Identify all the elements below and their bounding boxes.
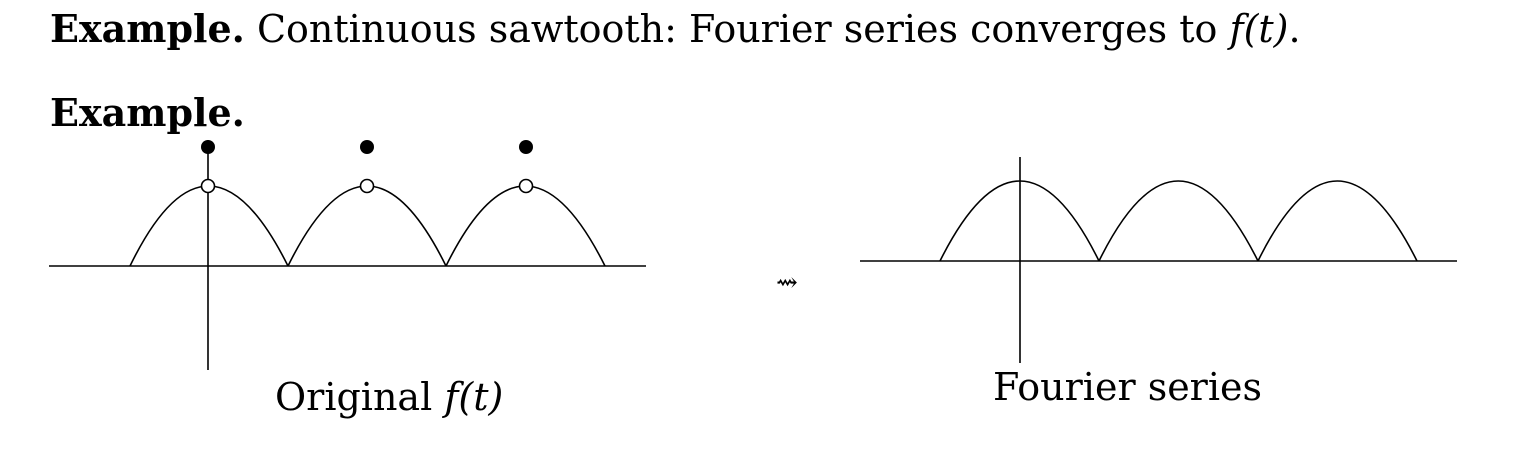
left-arch-3	[445, 185, 606, 267]
caption-original-text: Original	[275, 375, 433, 419]
leads-to-arrow: ⇝	[776, 268, 798, 298]
open-point	[359, 178, 375, 194]
open-point	[518, 178, 534, 194]
filled-point	[201, 140, 215, 154]
right-plot	[860, 157, 1457, 363]
left-arch-1	[129, 185, 289, 267]
filled-point	[519, 140, 533, 154]
caption-fourier-series: Fourier series	[993, 365, 1262, 409]
example-heading-1: Example. Continuous sawtooth: Fourier se…	[50, 6, 1301, 51]
example-text: Continuous sawtooth: Fourier series conv…	[256, 7, 1218, 51]
filled-point	[360, 140, 374, 154]
example-math: f(t)	[1229, 7, 1289, 51]
left-plot	[49, 140, 646, 370]
right-arch-2	[1098, 180, 1259, 262]
left-points	[200, 140, 534, 194]
right-arch-1	[939, 180, 1100, 262]
open-point	[200, 178, 216, 194]
example-heading-2: Example.	[50, 90, 245, 135]
example-end: .	[1288, 7, 1301, 51]
caption-original: Original f(t)	[275, 375, 503, 419]
example-label: Example.	[50, 6, 245, 51]
caption-original-math: f(t)	[444, 375, 504, 419]
right-arch-3	[1257, 180, 1418, 262]
left-arch-2	[287, 185, 447, 267]
